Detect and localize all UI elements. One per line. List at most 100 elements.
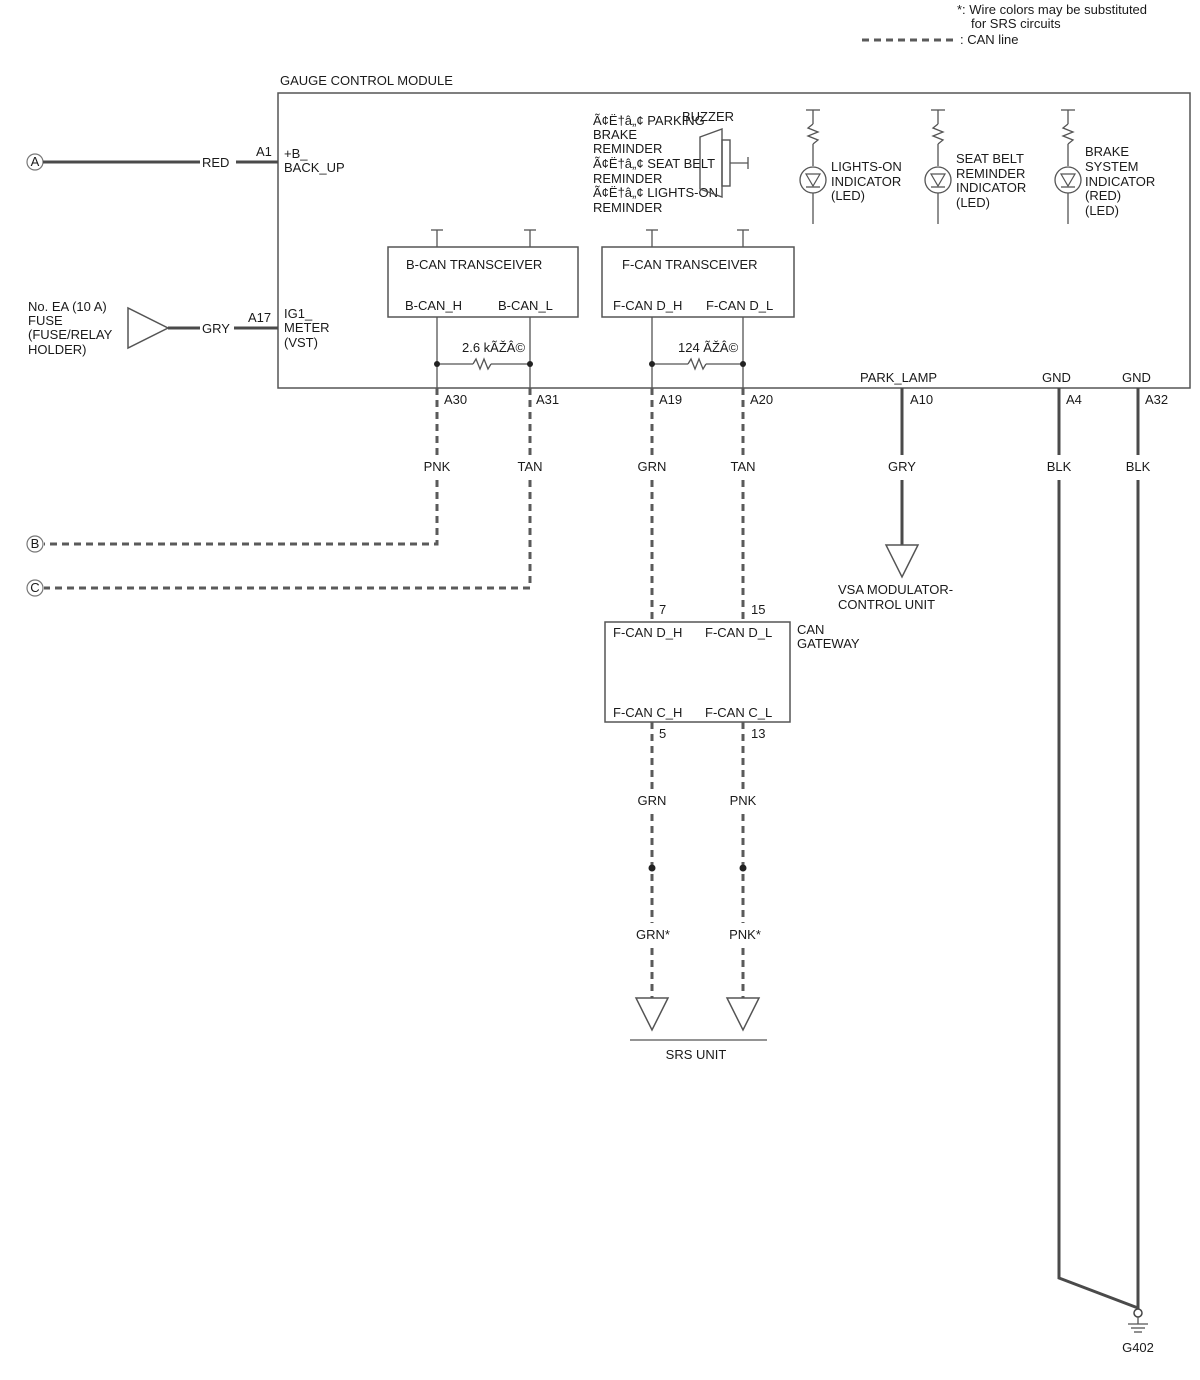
srs-unit-label: SRS UNIT: [666, 1047, 727, 1062]
terminal-c-label: C: [30, 580, 39, 595]
fcan-l-label: F-CAN D_L: [706, 298, 773, 313]
can-wire-tan-b-lower: [44, 480, 532, 590]
gauge-control-module-box: [277, 92, 1191, 389]
srs-connector-grn-icon: [634, 997, 670, 1032]
gcm-title: GAUGE CONTROL MODULE: [280, 73, 453, 88]
buzzer-label: BUZZER: [682, 109, 734, 124]
lights-on-line1: LIGHTS-ON: [831, 159, 902, 174]
ig1-line3: (VST): [284, 335, 318, 350]
fcan-h-label: F-CAN D_H: [613, 298, 682, 313]
pin-a20: A20: [750, 392, 773, 407]
wire-gry-fuse-label: GRY: [202, 321, 230, 336]
brake-led-icon: [1054, 109, 1082, 224]
ground-label: G402: [1122, 1340, 1154, 1355]
can-gateway-box: [604, 621, 791, 723]
pin-a10: A10: [910, 392, 933, 407]
can-wire-pnk-lower: [44, 480, 439, 546]
reminder-line-6: Ã¢Ë†â„¢ LIGHTS-ON: [593, 185, 718, 200]
ground-icon: [1128, 1308, 1148, 1333]
pin-a30: A30: [444, 392, 467, 407]
wire-blk1-label: BLK: [1047, 459, 1072, 474]
gateway-pin-13: 13: [751, 726, 765, 741]
wire-tan-b-label: TAN: [517, 459, 542, 474]
fuse-line4: HOLDER): [28, 342, 87, 357]
wire-gry-park-label: GRY: [888, 459, 916, 474]
fuse-line2: FUSE: [28, 313, 63, 328]
wire-blk1-lower: [1057, 480, 1139, 1310]
vsa-line1: VSA MODULATOR-: [838, 582, 953, 597]
bcan-transceiver: [387, 229, 579, 318]
brake-line3: INDICATOR: [1085, 174, 1155, 189]
gateway-pin-7: 7: [659, 602, 666, 617]
fcan-resistor-value: 124 ÃŽÂ©: [678, 340, 739, 355]
pin-a31: A31: [536, 392, 559, 407]
brake-line2: SYSTEM: [1085, 159, 1138, 174]
terminal-b-circle: [26, 535, 44, 553]
reminder-text: Ã¢Ë†â„¢ PARKING BRAKE REMINDER Ã¢Ë†â„¢ S…: [593, 113, 718, 215]
pin-a4: A4: [1066, 392, 1082, 407]
ig1-line2: METER: [284, 320, 330, 335]
park-lamp-label: PARK_LAMP: [860, 370, 937, 385]
ig1-line1: IG1_: [284, 306, 313, 321]
wire-tan-f-label: TAN: [730, 459, 755, 474]
gateway-dl: F-CAN D_L: [705, 625, 772, 640]
seat-belt-led-icon: [924, 109, 952, 224]
brake-line1: BRAKE: [1085, 144, 1129, 159]
reminder-line-1: Ã¢Ë†â„¢ PARKING: [593, 113, 705, 128]
gnd2-label: GND: [1122, 370, 1151, 385]
gateway-cl: F-CAN C_L: [705, 705, 772, 720]
reminder-line-2: BRAKE: [593, 127, 637, 142]
lights-on-led-icon: [799, 109, 827, 224]
wire-pnk-label: PNK: [424, 459, 451, 474]
gateway-label-line2: GATEWAY: [797, 636, 860, 651]
gateway-pin-5: 5: [659, 726, 666, 741]
terminal-b-label: B: [31, 536, 40, 551]
wire-grn-label: GRN: [638, 459, 667, 474]
legend-note-line2: for SRS circuits: [971, 16, 1061, 31]
wire-grn-srs-label: GRN: [638, 793, 667, 808]
pin-a17: A17: [248, 310, 271, 325]
fuse-triangle-icon: [127, 306, 170, 350]
terminal-a-label: A: [31, 154, 40, 169]
gateway-dh: F-CAN D_H: [613, 625, 682, 640]
gateway-pin-15: 15: [751, 602, 765, 617]
seat-belt-line4: (LED): [956, 195, 990, 210]
bcan-resistor-value: 2.6 kÃŽÂ©: [462, 340, 525, 355]
bcan-h-label: B-CAN_H: [405, 298, 462, 313]
splice-grn: [648, 864, 656, 872]
reminder-line-3: REMINDER: [593, 141, 662, 156]
bcan-l-label: B-CAN_L: [498, 298, 553, 313]
srs-connector-pnk-icon: [725, 997, 761, 1032]
legend: *: Wire colors may be substituted for SR…: [862, 2, 1147, 47]
seat-belt-line2: REMINDER: [956, 166, 1025, 181]
gateway-label-line1: CAN: [797, 622, 824, 637]
vsa-connector-icon: [884, 544, 920, 579]
wire-grn-alt-label: GRN*: [636, 927, 670, 942]
fuse-line1: No. EA (10 A): [28, 299, 107, 314]
seat-belt-line3: INDICATOR: [956, 180, 1026, 195]
vsa-line2: CONTROL UNIT: [838, 597, 935, 612]
bcan-resistor-icon: [434, 357, 533, 371]
wire-pnk-alt-label: PNK*: [729, 927, 761, 942]
splice-pnk: [739, 864, 747, 872]
reminder-line-5: REMINDER: [593, 171, 662, 186]
legend-can-line-label: : CAN line: [960, 32, 1019, 47]
backup-line2: BACK_UP: [284, 160, 345, 175]
bcan-title: B-CAN TRANSCEIVER: [406, 257, 542, 272]
brake-line5: (LED): [1085, 203, 1119, 218]
backup-line1: +B_: [284, 146, 308, 161]
legend-note-line1: *: Wire colors may be substituted: [957, 2, 1147, 17]
terminal-c-circle: [26, 579, 44, 597]
pin-a32: A32: [1145, 392, 1168, 407]
fuse-line3: (FUSE/RELAY: [28, 327, 113, 342]
fcan-title: F-CAN TRANSCEIVER: [622, 257, 758, 272]
reminder-line-4: Ã¢Ë†â„¢ SEAT BELT: [593, 156, 715, 171]
brake-line4: (RED): [1085, 188, 1121, 203]
fcan-resistor-icon: [649, 357, 746, 371]
pin-a19: A19: [659, 392, 682, 407]
buzzer-icon: [699, 128, 749, 198]
wire-pnk-srs-label: PNK: [730, 793, 757, 808]
wire-blk2-label: BLK: [1126, 459, 1151, 474]
lights-on-line2: INDICATOR: [831, 174, 901, 189]
